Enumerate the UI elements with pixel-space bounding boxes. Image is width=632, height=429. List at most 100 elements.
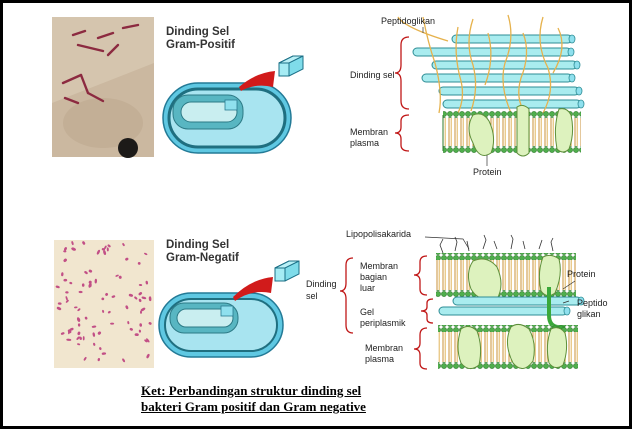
outer-membrane-proteins [467, 254, 561, 301]
peptidoglycan-tube [412, 47, 572, 57]
label-peptidoglikan-bottom-1: Peptido [577, 298, 608, 308]
stained-cell [101, 297, 105, 301]
stained-cell [92, 332, 96, 337]
stained-cell [141, 296, 147, 300]
stained-cell [107, 244, 111, 248]
stained-cell [82, 336, 85, 341]
stained-cell [60, 332, 65, 335]
gram-negative-title-line2: Gram-Negatif [166, 252, 239, 264]
zoom-pointer-top [239, 71, 275, 91]
peptidoglycan-tube [442, 99, 582, 109]
stained-cell [140, 307, 146, 312]
stained-cell [55, 285, 60, 289]
stained-cell [77, 343, 81, 346]
stained-cell [88, 269, 93, 273]
stained-cell [97, 331, 102, 335]
stained-cell [148, 322, 152, 325]
peptidoglycan-fibers [397, 14, 563, 114]
peptidoglycan-tube-end [577, 99, 585, 109]
gram-positive-title-line1: Dinding Sel [166, 26, 229, 38]
stained-cell [76, 317, 81, 322]
gram-negative-micrograph [54, 240, 154, 368]
stained-cell [65, 291, 69, 294]
gram-positive-micrograph [52, 17, 154, 158]
label-protein-top: Protein [473, 167, 502, 177]
membrane-protein-top [468, 104, 574, 157]
stained-cell [139, 310, 143, 314]
gram-positive-title-line2: Gram-Positif [166, 39, 235, 51]
caption-line-1: Ket: Perbandingan struktur dinding sel [141, 383, 362, 398]
peptidoglycan-tube-end [567, 47, 575, 57]
gram-negative-title-line1: Dinding Sel [166, 239, 229, 251]
stained-cell [57, 302, 62, 305]
peptidoglycan-tube [451, 34, 573, 44]
label-membran-plasma-bottom-2: plasma [365, 354, 394, 364]
gram-negative-bacterium [158, 292, 284, 358]
label-membran-luar-2: bagian [360, 272, 387, 282]
label-membran-plasma-bottom-1: Membran [365, 343, 403, 353]
stained-cell [137, 261, 141, 265]
stained-cell [138, 292, 143, 296]
stained-cell [96, 249, 100, 255]
stained-cell [146, 353, 150, 359]
stained-cell [63, 258, 67, 263]
bracket-membran-luar [413, 255, 428, 296]
stained-cell [88, 282, 92, 288]
stained-cell [93, 342, 96, 346]
stained-cell [125, 305, 129, 310]
stained-cell [104, 245, 107, 250]
stained-cell [99, 347, 102, 351]
peptidoglycan-tube-end [573, 60, 581, 70]
label-peptidoglikan-bottom-2: glikan [577, 309, 601, 319]
stained-cell [127, 321, 130, 325]
stained-cell [64, 246, 67, 251]
stained-cell [63, 250, 67, 253]
stained-cell [129, 327, 133, 331]
bracket-gel-periplasmik [420, 298, 434, 324]
peptidoglycan-tube [438, 86, 580, 96]
peptidoglycan-tube-end [568, 73, 576, 83]
stained-cell [122, 243, 125, 247]
stained-cell [107, 310, 111, 314]
label-membran-top-2: plasma [350, 138, 379, 148]
label-gel-1: Gel [360, 307, 374, 317]
stained-cell [115, 274, 119, 277]
figure-caption: Ket: Perbandingan struktur dinding sel b… [141, 383, 441, 415]
periplasm-peptidoglycan [438, 296, 585, 316]
stained-cell [84, 271, 88, 275]
stained-cell [144, 339, 148, 343]
stained-cell [71, 241, 74, 246]
caption-line-2: bakteri Gram positif dan Gram negative [141, 399, 366, 414]
stained-cell [118, 275, 122, 279]
label-peptidoglikan-top: Peptidoglikan [381, 16, 435, 26]
bracket-dinding-sel-bottom [339, 257, 354, 334]
stained-cell [138, 283, 143, 287]
stained-cell [138, 298, 142, 303]
stained-cell [145, 280, 149, 285]
peptidoglycan-tube-end [575, 86, 583, 96]
plasma-membrane-proteins [457, 323, 568, 369]
stained-cell [122, 358, 126, 363]
stained-cell [66, 338, 72, 341]
stained-cell [77, 323, 81, 327]
stained-cell [71, 247, 76, 251]
lipopolysaccharide-strands [439, 234, 554, 254]
label-dinding-sel-bottom-2: sel [306, 291, 318, 301]
stained-cell [65, 296, 68, 301]
label-gel-2: periplasmik [360, 318, 406, 328]
stained-cell [148, 296, 152, 302]
bracket-dinding-sel-top [394, 36, 410, 110]
stained-cell [74, 306, 78, 309]
stained-cell [79, 336, 82, 340]
stained-cell [111, 295, 116, 298]
label-membran-luar-3: luar [360, 283, 375, 293]
diagram-canvas: Dinding Sel Gram-Positif [52, 14, 608, 370]
stained-cell [105, 292, 109, 296]
zoom-cube-bottom [274, 260, 300, 282]
stained-cell [101, 248, 106, 251]
label-lipopolisakarida: Lipopolisakarida [346, 229, 411, 239]
stained-cell [110, 322, 115, 325]
stained-cell [128, 293, 134, 297]
label-membran-luar-1: Membran [360, 261, 398, 271]
